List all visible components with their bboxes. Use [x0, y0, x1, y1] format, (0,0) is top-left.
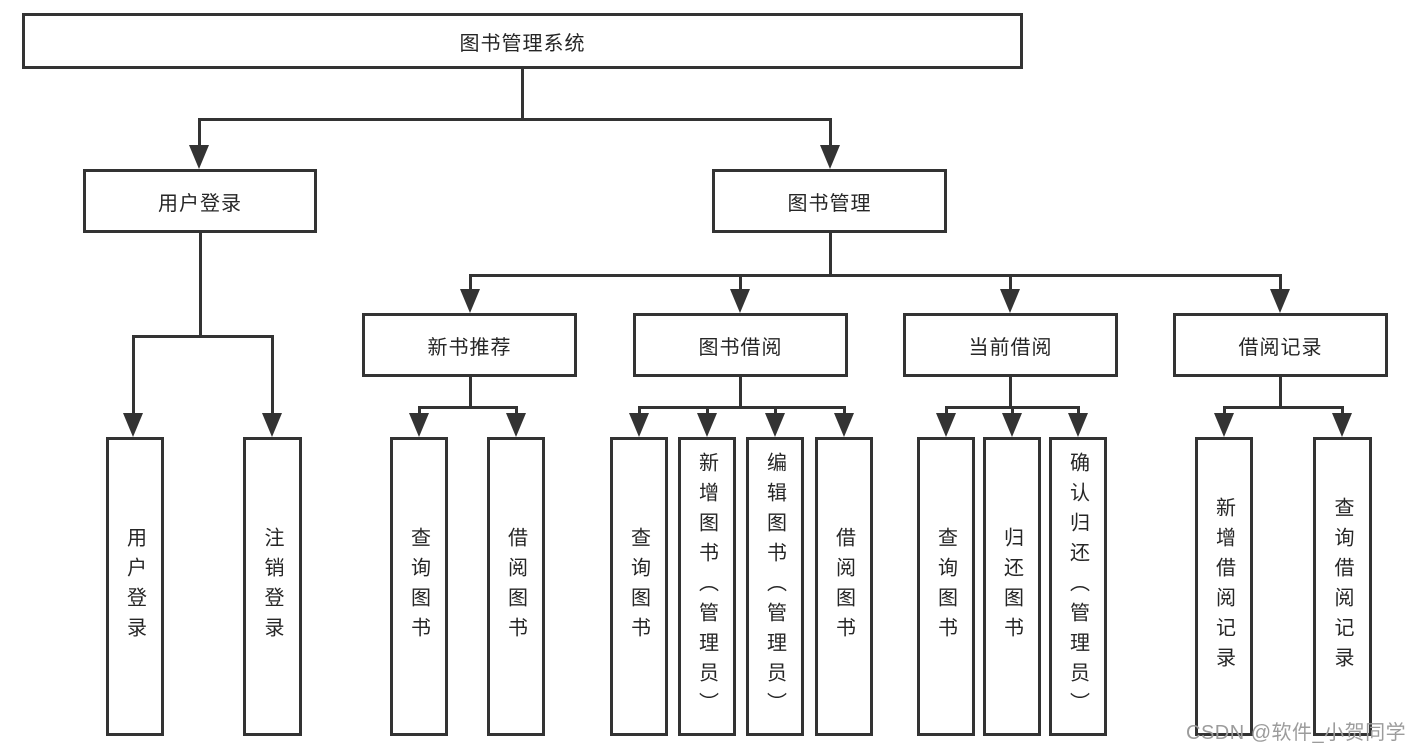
arrowhead-down-icon [262, 413, 282, 437]
node-book-management-label: 图书管理 [787, 192, 872, 215]
arrowhead-down-icon [1068, 413, 1088, 437]
connector-book-management-stem [829, 233, 832, 274]
arrowhead-down-icon [730, 289, 750, 313]
leaf-add-books-admin-label: 新增图书（管理员） [695, 451, 718, 722]
connector-arrow-shaft [829, 118, 832, 148]
connector-book-borrowing-rail [638, 406, 845, 409]
node-new-book-recommend-label: 新书推荐 [427, 336, 512, 359]
leaf-query-borrow-record-label: 查询借阅记录 [1331, 496, 1353, 677]
arrowhead-down-icon [460, 289, 480, 313]
leaf-user-login-label: 用户登录 [123, 526, 146, 647]
arrowhead-down-icon [1002, 413, 1022, 437]
arrowhead-down-icon [189, 145, 209, 169]
connector-arrow-shaft [1223, 406, 1226, 416]
connector-arrow-shaft [132, 335, 135, 417]
leaf-query-borrow-record: 查询借阅记录 [1313, 437, 1372, 736]
connector-new-book-rail [418, 406, 517, 409]
node-user-login-label: 用户登录 [158, 192, 242, 215]
connector-current-borrowing-stem [1009, 377, 1012, 406]
connector-arrow-shaft [198, 118, 201, 148]
leaf-edit-books-admin: 编辑图书（管理员） [746, 437, 804, 736]
leaf-confirm-return-admin-label: 确认归还（管理员） [1066, 451, 1089, 722]
arrowhead-down-icon [506, 413, 526, 437]
leaf-edit-books-admin-label: 编辑图书（管理员） [763, 451, 786, 722]
node-book-borrowing-label: 图书借阅 [698, 336, 783, 359]
connector-arrow-shaft [1009, 274, 1012, 292]
connector-arrow-shaft [418, 406, 421, 416]
watermark: CSDN @软件_小贺同学 [1186, 722, 1405, 744]
connector-arrow-shaft [945, 406, 948, 416]
arrowhead-down-icon [1270, 289, 1290, 313]
arrowhead-down-icon [409, 413, 429, 437]
connector-arrow-shaft [739, 274, 742, 292]
leaf-borrow-books-label: 借阅图书 [832, 526, 855, 647]
connector-arrow-shaft [469, 274, 472, 292]
connector-root-stem [521, 69, 524, 118]
connector-arrow-shaft [706, 406, 709, 416]
leaf-query-books-current-label: 查询图书 [934, 526, 957, 647]
connector-level2-rail [199, 118, 831, 121]
leaf-add-borrow-record: 新增借阅记录 [1195, 437, 1253, 736]
node-new-book-recommend: 新书推荐 [362, 313, 577, 377]
node-borrowing-records: 借阅记录 [1173, 313, 1388, 377]
connector-arrow-shaft [271, 335, 274, 417]
connector-user-login-stem [199, 233, 202, 335]
leaf-query-books-recommend-label: 查询图书 [407, 526, 430, 647]
leaf-confirm-return-admin: 确认归还（管理员） [1049, 437, 1107, 736]
arrowhead-down-icon [697, 413, 717, 437]
arrowhead-down-icon [820, 145, 840, 169]
connector-arrow-shaft [515, 406, 518, 416]
connector-book-borrowing-stem [739, 377, 742, 406]
arrowhead-down-icon [1214, 413, 1234, 437]
leaf-borrow-books-recommend-label: 借阅图书 [504, 526, 527, 647]
connector-borrowing-records-rail [1223, 406, 1343, 409]
leaf-return-books-label: 归还图书 [1000, 526, 1023, 647]
leaf-add-books-admin: 新增图书（管理员） [678, 437, 736, 736]
arrowhead-down-icon [1332, 413, 1352, 437]
connector-user-login-rail [133, 335, 274, 338]
leaf-borrow-books-recommend: 借阅图书 [487, 437, 545, 736]
node-book-management: 图书管理 [712, 169, 947, 233]
arrowhead-down-icon [936, 413, 956, 437]
leaf-query-books-borrowing-label: 查询图书 [627, 526, 650, 647]
connector-arrow-shaft [1279, 274, 1282, 292]
connector-arrow-shaft [1011, 406, 1014, 416]
leaf-add-borrow-record-label: 新增借阅记录 [1212, 496, 1235, 677]
leaf-query-books-recommend: 查询图书 [390, 437, 448, 736]
arrowhead-down-icon [123, 413, 143, 437]
connector-arrow-shaft [1077, 406, 1080, 416]
leaf-user-login: 用户登录 [106, 437, 164, 736]
arrowhead-down-icon [834, 413, 854, 437]
node-book-borrowing: 图书借阅 [633, 313, 848, 377]
leaf-logout: 注销登录 [243, 437, 302, 736]
arrowhead-down-icon [765, 413, 785, 437]
arrowhead-down-icon [1000, 289, 1020, 313]
leaf-logout-label: 注销登录 [261, 526, 283, 647]
arrowhead-down-icon [629, 413, 649, 437]
connector-arrow-shaft [774, 406, 777, 416]
connector-level3-rail [469, 274, 1281, 277]
connector-arrow-shaft [638, 406, 641, 416]
leaf-query-books-borrowing: 查询图书 [610, 437, 668, 736]
node-borrowing-records-label: 借阅记录 [1238, 336, 1323, 359]
node-user-login: 用户登录 [83, 169, 317, 233]
connector-arrow-shaft [843, 406, 846, 416]
node-current-borrowing-label: 当前借阅 [968, 336, 1053, 359]
connector-arrow-shaft [1341, 406, 1344, 416]
node-root: 图书管理系统 [22, 13, 1023, 69]
node-root-label: 图书管理系统 [459, 32, 586, 55]
connector-borrowing-records-stem [1279, 377, 1282, 406]
node-current-borrowing: 当前借阅 [903, 313, 1118, 377]
leaf-query-books-current: 查询图书 [917, 437, 975, 736]
leaf-borrow-books: 借阅图书 [815, 437, 873, 736]
connector-new-book-stem [469, 377, 472, 406]
leaf-return-books: 归还图书 [983, 437, 1041, 736]
